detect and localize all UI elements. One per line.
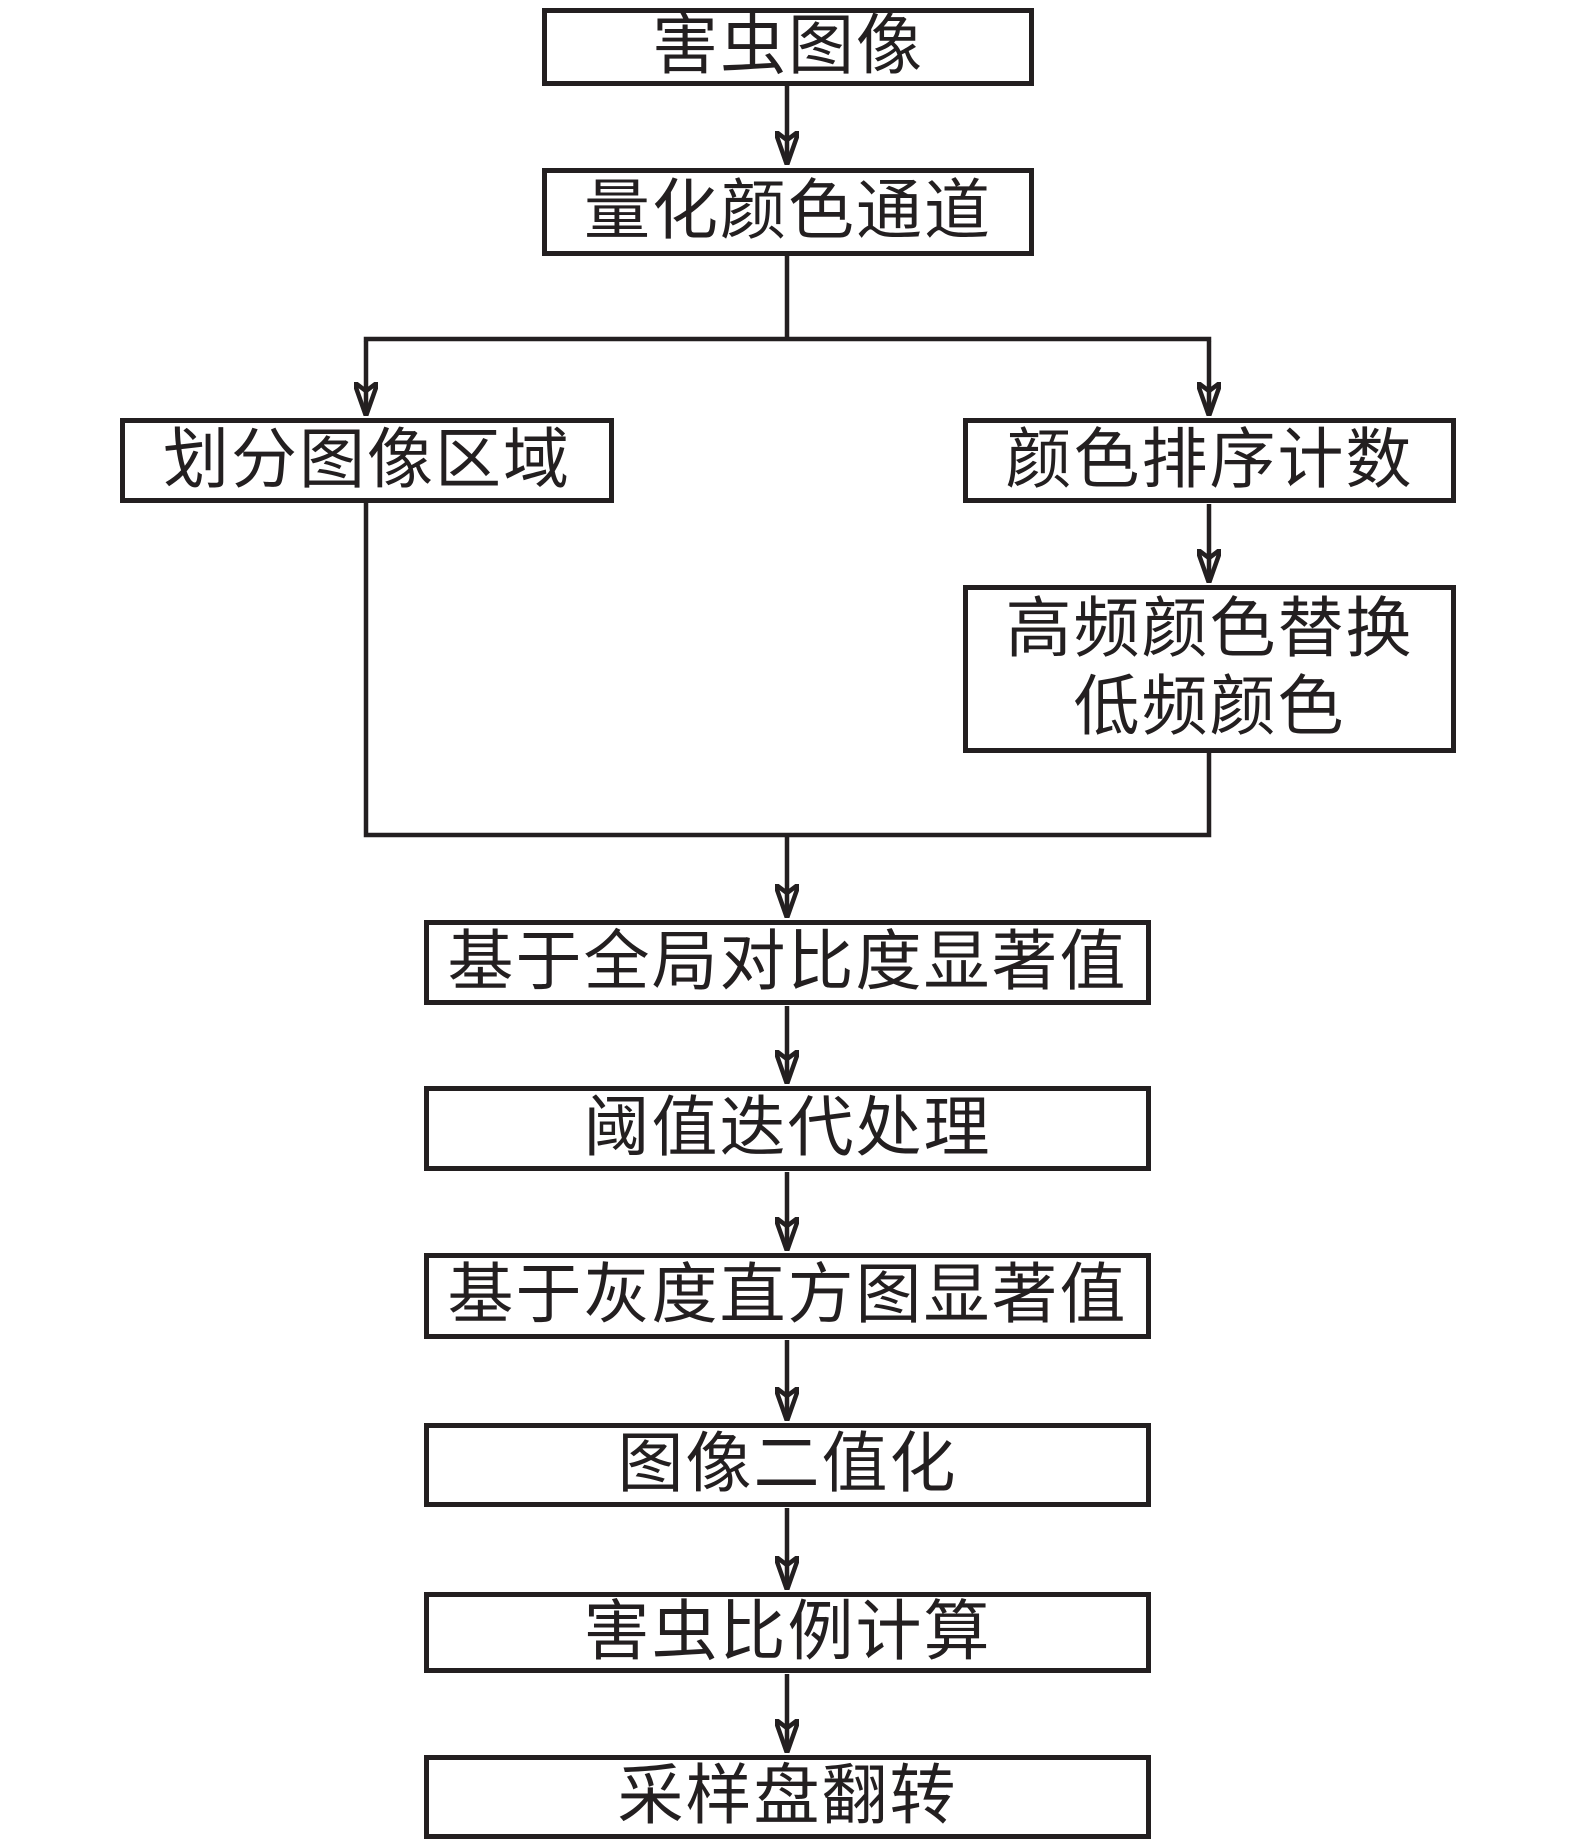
edge-split-stem	[363, 252, 1212, 342]
node-image-binarization: 图像二值化	[424, 1423, 1151, 1507]
node-label: 颜色排序计数	[1005, 423, 1414, 497]
node-label: 采样盘翻转	[617, 1760, 958, 1834]
node-pest-image: 害虫图像	[542, 8, 1034, 86]
node-high-freq-color-replace: 高频颜色替换 低频颜色	[963, 585, 1456, 753]
node-label: 划分图像区域	[163, 423, 571, 497]
node-global-contrast-saliency: 基于全局对比度显著值	[424, 920, 1151, 1005]
node-label-line2: 低频颜色	[1073, 671, 1346, 744]
node-label-line1: 高频颜色替换	[1005, 593, 1414, 667]
node-gray-histogram-saliency: 基于灰度直方图显著值	[424, 1253, 1151, 1339]
node-label: 基于灰度直方图显著值	[447, 1259, 1128, 1333]
node-pest-ratio-calculation: 害虫比例计算	[424, 1592, 1151, 1673]
node-label: 害虫比例计算	[583, 1595, 992, 1669]
node-label: 阈值迭代处理	[583, 1091, 992, 1165]
node-divide-image-region: 划分图像区域	[120, 418, 614, 503]
node-label: 基于全局对比度显著值	[447, 925, 1128, 999]
node-threshold-iteration: 阈值迭代处理	[424, 1086, 1151, 1171]
node-quantize-color-channel: 量化颜色通道	[542, 168, 1034, 256]
node-label: 量化颜色通道	[584, 175, 992, 249]
node-label: 图像二值化	[617, 1428, 958, 1502]
node-color-sort-count: 颜色排序计数	[963, 418, 1456, 503]
node-sampling-plate-flip: 采样盘翻转	[424, 1755, 1151, 1839]
node-label: 害虫图像	[652, 10, 924, 84]
